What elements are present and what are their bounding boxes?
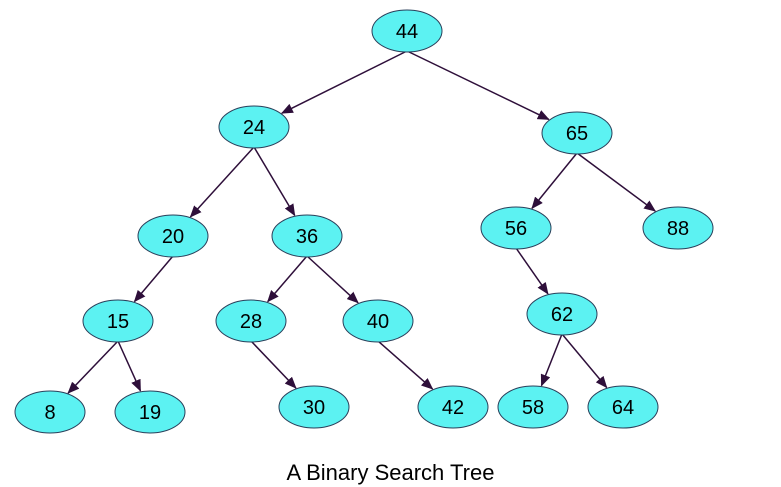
edge-15-to-8 bbox=[67, 340, 119, 394]
edge-36-to-40 bbox=[306, 255, 359, 304]
node-ellipse bbox=[271, 214, 343, 258]
node-ellipse bbox=[642, 206, 714, 250]
node-label: 20 bbox=[162, 226, 184, 248]
node-label: 65 bbox=[566, 123, 588, 145]
edge-20-to-15 bbox=[133, 255, 174, 303]
node-ellipse bbox=[541, 111, 613, 155]
edge-65-to-56 bbox=[531, 152, 578, 210]
tree-node-42: 42 bbox=[417, 385, 489, 429]
node-ellipse bbox=[215, 299, 287, 343]
edges-layer bbox=[67, 50, 657, 394]
node-label: 24 bbox=[243, 117, 265, 139]
tree-node-62: 62 bbox=[526, 292, 598, 336]
edge-28-to-30 bbox=[250, 340, 297, 389]
edge-62-to-58 bbox=[540, 333, 563, 387]
node-label: 42 bbox=[442, 397, 464, 419]
node-ellipse bbox=[526, 292, 598, 336]
tree-node-8: 8 bbox=[14, 390, 86, 434]
tree-node-65: 65 bbox=[541, 111, 613, 155]
edge-36-to-28 bbox=[267, 255, 308, 303]
node-label: 19 bbox=[139, 402, 161, 424]
node-ellipse bbox=[342, 299, 414, 343]
tree-node-88: 88 bbox=[642, 206, 714, 250]
node-ellipse bbox=[497, 385, 569, 429]
node-label: 64 bbox=[612, 397, 634, 419]
node-label: 36 bbox=[296, 226, 318, 248]
node-ellipse bbox=[587, 385, 659, 429]
diagram-caption: A Binary Search Tree bbox=[286, 460, 495, 485]
node-label: 8 bbox=[44, 402, 55, 424]
tree-node-40: 40 bbox=[342, 299, 414, 343]
edge-56-to-62 bbox=[515, 247, 549, 295]
tree-node-64: 64 bbox=[587, 385, 659, 429]
node-ellipse bbox=[371, 9, 443, 53]
nodes-layer: 44 24 65 20 36 56 88 15 28 40 62 8 19 30 42 58 64 bbox=[14, 9, 714, 434]
node-ellipse bbox=[417, 385, 489, 429]
edge-44-to-65 bbox=[406, 50, 550, 121]
tree-node-58: 58 bbox=[497, 385, 569, 429]
edge-40-to-42 bbox=[377, 340, 434, 390]
tree-node-19: 19 bbox=[114, 390, 186, 434]
node-ellipse bbox=[218, 105, 290, 149]
node-ellipse bbox=[480, 206, 552, 250]
tree-node-30: 30 bbox=[278, 385, 350, 429]
node-ellipse bbox=[114, 390, 186, 434]
edge-44-to-24 bbox=[280, 50, 408, 114]
node-label: 28 bbox=[240, 311, 262, 333]
node-label: 56 bbox=[505, 218, 527, 240]
edge-62-to-64 bbox=[561, 333, 608, 389]
node-label: 30 bbox=[303, 397, 325, 419]
node-label: 58 bbox=[522, 397, 544, 419]
node-label: 88 bbox=[667, 218, 689, 240]
edge-15-to-19 bbox=[117, 340, 142, 392]
tree-node-36: 36 bbox=[271, 214, 343, 258]
edge-65-to-88 bbox=[576, 152, 657, 212]
node-ellipse bbox=[137, 214, 209, 258]
tree-node-56: 56 bbox=[480, 206, 552, 250]
node-label: 62 bbox=[551, 304, 573, 326]
node-label: 15 bbox=[107, 311, 129, 333]
node-label: 44 bbox=[396, 21, 418, 43]
tree-node-20: 20 bbox=[137, 214, 209, 258]
edge-24-to-36 bbox=[253, 146, 296, 217]
tree-node-44: 44 bbox=[371, 9, 443, 53]
node-ellipse bbox=[278, 385, 350, 429]
node-label: 40 bbox=[367, 311, 389, 333]
tree-node-15: 15 bbox=[82, 299, 154, 343]
node-ellipse bbox=[82, 299, 154, 343]
edge-24-to-20 bbox=[189, 146, 255, 218]
tree-node-28: 28 bbox=[215, 299, 287, 343]
node-ellipse bbox=[14, 390, 86, 434]
tree-node-24: 24 bbox=[218, 105, 290, 149]
